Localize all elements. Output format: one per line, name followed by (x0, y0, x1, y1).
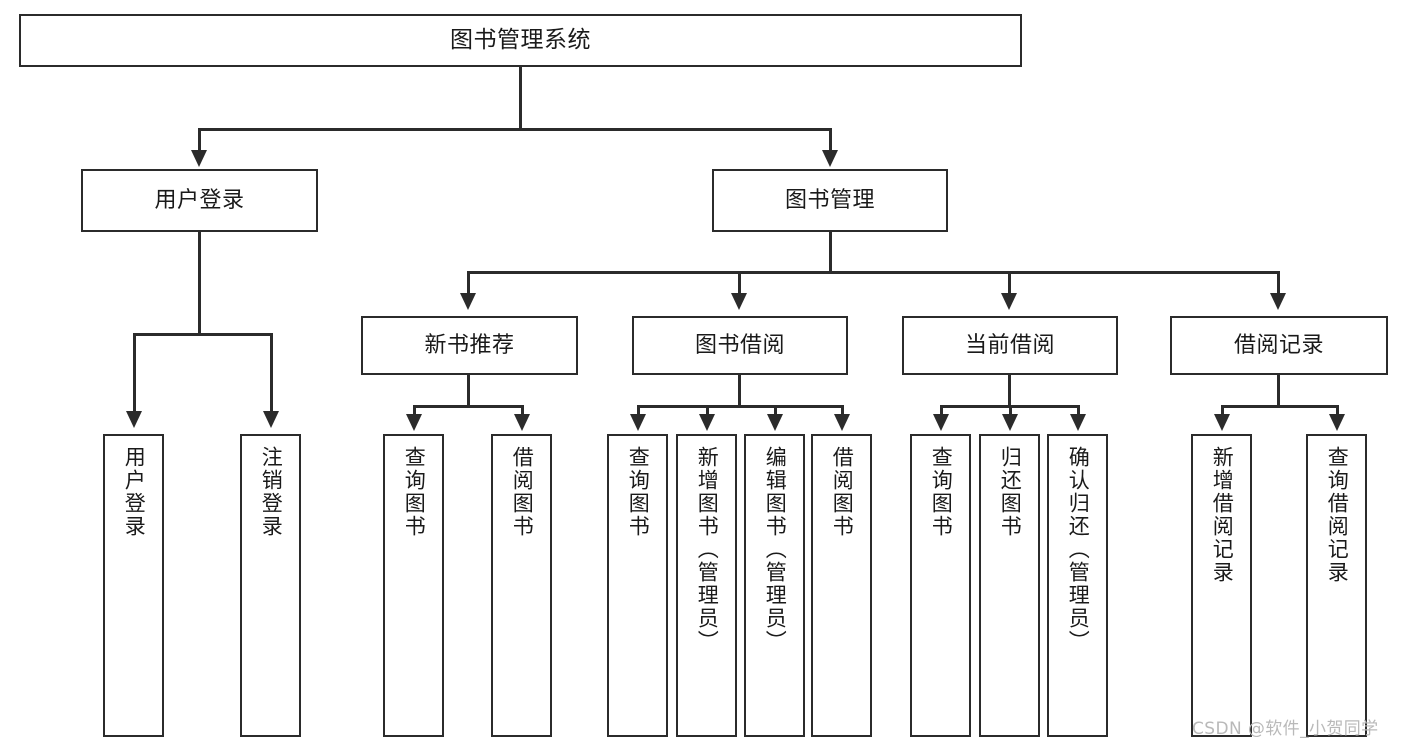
node-root-book-management-system[interactable]: 图书管理系统 (19, 14, 1022, 67)
connector-level2-bus (198, 128, 831, 131)
arrowhead-current-borrow-child-1 (933, 414, 949, 431)
arrowhead-user-login-child-1 (126, 411, 142, 428)
node-label: 图书借阅 (694, 332, 785, 358)
node-label: 图书管理 (784, 187, 875, 213)
leaf-edit-book-admin[interactable]: 编辑图书（管理员） (744, 434, 805, 737)
node-label: 编辑图书（管理员） (763, 446, 788, 653)
csdn-watermark: CSDN @软件_小贺同学 (1192, 719, 1379, 739)
node-label: 借阅图书 (830, 446, 855, 538)
connector-to-new-book-recommend (467, 271, 470, 296)
connector-to-current-borrow (1008, 271, 1011, 296)
connector-user-login-bus (133, 333, 272, 336)
connector-book-management-stem (829, 232, 832, 272)
node-label: 查询借阅记录 (1325, 446, 1350, 584)
node-label: 新增借阅记录 (1210, 446, 1235, 584)
arrowhead-to-user-login (191, 150, 207, 167)
node-label: 用户登录 (154, 187, 245, 213)
connector-book-borrow-child-2 (706, 405, 709, 417)
arrowhead-book-borrow-child-2 (699, 414, 715, 431)
arrowhead-book-borrow-child-1 (630, 414, 646, 431)
arrowhead-borrow-record-child-1 (1214, 414, 1230, 431)
arrowhead-book-borrow-child-3 (767, 414, 783, 431)
arrowhead-to-borrow-record (1270, 293, 1286, 310)
leaf-confirm-return-admin[interactable]: 确认归还（管理员） (1047, 434, 1108, 737)
node-user-login[interactable]: 用户登录 (81, 169, 318, 232)
arrowhead-book-borrow-child-4 (834, 414, 850, 431)
connector-user-login-child-2 (270, 333, 273, 414)
node-borrow-record[interactable]: 借阅记录 (1170, 316, 1388, 375)
connector-book-borrow-child-3 (774, 405, 777, 417)
node-label: 新增图书（管理员） (695, 446, 720, 653)
arrowhead-new-book-recommend-child-2 (514, 414, 530, 431)
node-label: 确认归还（管理员） (1066, 446, 1091, 653)
connector-book-borrow-child-4 (841, 405, 844, 417)
node-current-borrow[interactable]: 当前借阅 (902, 316, 1118, 375)
connector-book-borrow-stem (738, 375, 741, 407)
leaf-query-book-borrow[interactable]: 查询图书 (607, 434, 668, 737)
connector-current-borrow-child-2 (1009, 405, 1012, 417)
connector-root-stem (519, 67, 522, 129)
connector-new-book-recommend-child-2 (521, 405, 524, 417)
leaf-borrow-book-recommend[interactable]: 借阅图书 (491, 434, 552, 737)
connector-to-book-management (829, 128, 832, 153)
connector-user-login-stem (198, 232, 201, 334)
connector-borrow-record-child-2 (1336, 405, 1339, 417)
connector-borrow-record-stem (1277, 375, 1280, 407)
arrowhead-borrow-record-child-2 (1329, 414, 1345, 431)
leaf-user-login[interactable]: 用户登录 (103, 434, 164, 737)
connector-to-borrow-record (1277, 271, 1280, 296)
leaf-query-book-recommend[interactable]: 查询图书 (383, 434, 444, 737)
arrowhead-to-book-management (822, 150, 838, 167)
node-label: 新书推荐 (424, 332, 515, 358)
connector-new-book-recommend-stem (467, 375, 470, 407)
node-label: 注销登录 (259, 446, 284, 538)
connector-book-borrow-child-1 (637, 405, 640, 417)
arrowhead-to-new-book-recommend (460, 293, 476, 310)
connector-current-borrow-child-1 (940, 405, 943, 417)
leaf-logout[interactable]: 注销登录 (240, 434, 301, 737)
node-label: 用户登录 (122, 446, 147, 538)
node-label: 归还图书 (998, 446, 1023, 538)
connector-to-user-login (198, 128, 201, 153)
node-label: 借阅记录 (1233, 332, 1324, 358)
arrowhead-to-book-borrow (731, 293, 747, 310)
node-label: 图书管理系统 (450, 26, 591, 53)
leaf-add-book-admin[interactable]: 新增图书（管理员） (676, 434, 737, 737)
connector-borrow-record-child-1 (1221, 405, 1224, 417)
node-label: 查询图书 (402, 446, 427, 538)
connector-current-borrow-stem (1008, 375, 1011, 407)
leaf-query-book-current[interactable]: 查询图书 (910, 434, 971, 737)
node-label: 借阅图书 (510, 446, 535, 538)
connector-new-book-recommend-child-1 (413, 405, 416, 417)
connector-borrow-record-bus (1221, 405, 1339, 408)
connector-user-login-child-1 (133, 333, 136, 414)
leaf-return-book[interactable]: 归还图书 (979, 434, 1040, 737)
arrowhead-user-login-child-2 (263, 411, 279, 428)
arrowhead-to-current-borrow (1001, 293, 1017, 310)
leaf-borrow-book[interactable]: 借阅图书 (811, 434, 872, 737)
connector-level3-bus (467, 271, 1279, 274)
arrowhead-current-borrow-child-2 (1002, 414, 1018, 431)
connector-new-book-recommend-bus (413, 405, 524, 408)
arrowhead-current-borrow-child-3 (1070, 414, 1086, 431)
node-book-borrow[interactable]: 图书借阅 (632, 316, 848, 375)
node-label: 查询图书 (626, 446, 651, 538)
node-label: 查询图书 (929, 446, 954, 538)
node-label: 当前借阅 (964, 332, 1055, 358)
arrowhead-new-book-recommend-child-1 (406, 414, 422, 431)
leaf-add-borrow-record[interactable]: 新增借阅记录 (1191, 434, 1252, 737)
leaf-query-borrow-record[interactable]: 查询借阅记录 (1306, 434, 1367, 737)
node-new-book-recommend[interactable]: 新书推荐 (361, 316, 578, 375)
node-book-management[interactable]: 图书管理 (712, 169, 948, 232)
connector-book-borrow-bus (637, 405, 843, 408)
connector-current-borrow-child-3 (1077, 405, 1080, 417)
connector-to-book-borrow (738, 271, 741, 296)
